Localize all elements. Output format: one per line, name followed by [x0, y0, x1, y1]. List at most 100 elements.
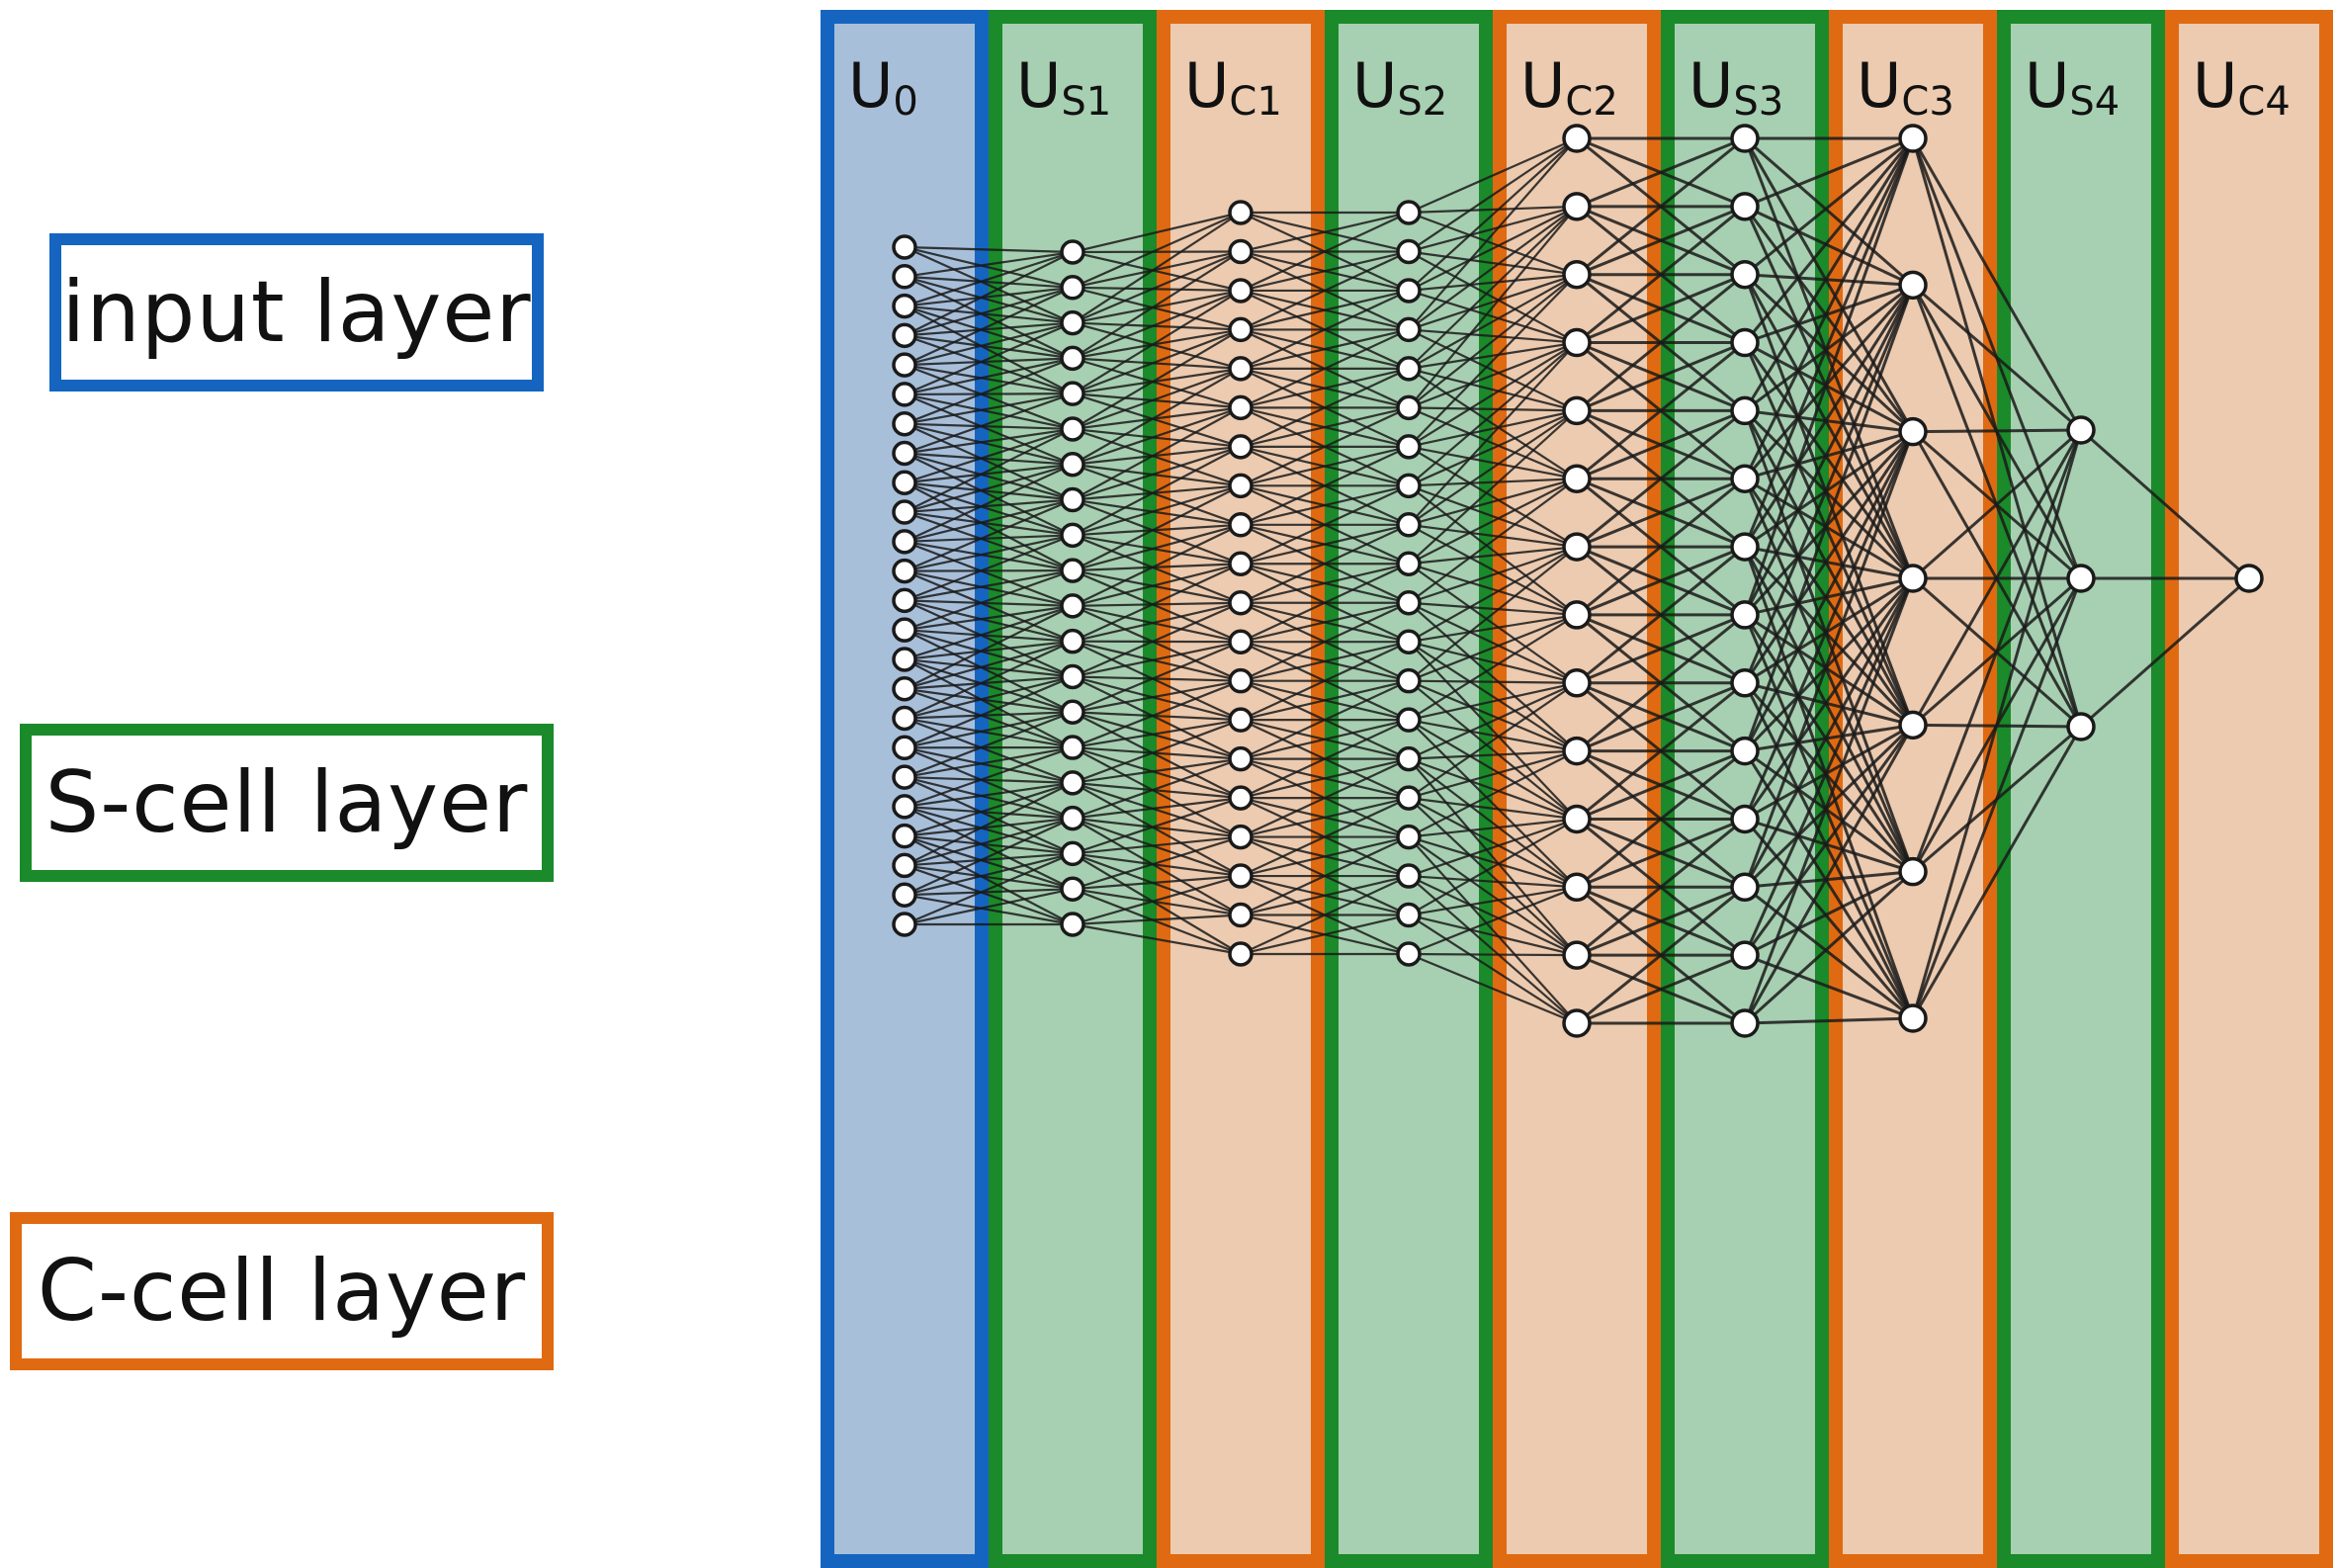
connection-line [904, 452, 1074, 501]
connection-line [1408, 341, 1578, 370]
connection-line [1743, 724, 1915, 889]
connection-line [1744, 408, 1914, 434]
connection-line [1743, 724, 1915, 1024]
connection-line [1240, 874, 1410, 916]
connection-line [904, 463, 1074, 543]
connection-line [1408, 613, 1578, 682]
connection-line [1240, 914, 1410, 956]
cell-node [1730, 259, 1760, 290]
connection-line [1743, 137, 1915, 479]
connection-line [904, 452, 1074, 466]
connection-line [1408, 137, 1578, 331]
connection-line [1911, 577, 2083, 1019]
connection-line [1072, 328, 1242, 360]
cell-node [892, 705, 917, 732]
connection-line [1240, 367, 1410, 409]
cell-node [1060, 239, 1085, 265]
connection-line [904, 498, 1074, 572]
connection-line [1072, 746, 1242, 838]
connection-line [904, 852, 1074, 897]
cell-node [892, 322, 917, 349]
cell-node [1562, 804, 1592, 834]
cell-node [892, 735, 917, 761]
connection-line [1240, 641, 1410, 722]
connection-line [904, 364, 1074, 395]
cell-node [1060, 416, 1085, 442]
cell-node [1730, 1008, 1760, 1038]
layer-label-s1: US1 [1016, 49, 1111, 125]
connection-line [1072, 888, 1242, 956]
connection-line [1744, 430, 1914, 549]
connection-line [904, 781, 1074, 867]
connection-line [904, 321, 1074, 367]
connection-line [904, 357, 1074, 425]
layer-label-c3: UC3 [1857, 49, 1954, 125]
connection-line [1408, 835, 1578, 1024]
connection-line [904, 392, 1074, 396]
connection-line [904, 286, 1074, 307]
connection-line [1744, 953, 1914, 1020]
connection-line [1408, 136, 1578, 215]
connection-line [1072, 852, 1242, 916]
connection-line [1072, 711, 1242, 800]
cell-node [1396, 629, 1422, 654]
cell-node [1562, 736, 1592, 766]
cell-node [1060, 381, 1085, 406]
connection-line [1408, 641, 1578, 752]
connection-line [904, 511, 1074, 572]
connection-line [1743, 576, 1915, 752]
connection-line [1743, 284, 1915, 684]
cell-node [1562, 600, 1592, 630]
cell-node [1228, 589, 1254, 616]
cell-node [892, 529, 917, 555]
cell-node [1730, 124, 1760, 153]
connection-line [1408, 601, 1578, 684]
connection-line [904, 463, 1074, 484]
connection-line [1072, 745, 1242, 800]
cell-node [892, 410, 917, 437]
cell-node [892, 882, 917, 908]
connection-line [1743, 614, 1915, 873]
connection-line [904, 717, 1074, 784]
connection-line [904, 776, 1074, 855]
connection-line [1072, 604, 1242, 644]
cell-node [1228, 629, 1254, 654]
cell-node [1060, 558, 1085, 583]
connection-line [1240, 719, 1410, 800]
connection-line [904, 481, 1074, 501]
connection-line [1744, 205, 1914, 287]
connection-line [1576, 136, 1746, 276]
connection-line [904, 745, 1074, 779]
connection-line [1743, 546, 1915, 873]
connection-line [1408, 546, 1578, 682]
connection-line [1072, 888, 1242, 916]
cell-node [1060, 699, 1085, 726]
connection-line [1072, 445, 1242, 501]
connection-line [1072, 523, 1242, 537]
connection-line [904, 604, 1074, 632]
connection-line [1408, 445, 1578, 480]
connection-line [1072, 835, 1242, 891]
connection-line [1576, 545, 1746, 684]
connection-line [1072, 406, 1242, 431]
cell-node [892, 675, 917, 702]
connection-line [904, 599, 1074, 678]
connection-line [1743, 546, 1915, 1019]
connection-line [1576, 818, 1746, 957]
connection-line [904, 569, 1074, 643]
connection-line [1408, 952, 1578, 1025]
connection-line [1576, 136, 1746, 209]
connection-line [904, 569, 1074, 607]
connection-line [1408, 478, 1578, 604]
cell-node [892, 764, 917, 790]
connection-line [1240, 757, 1410, 838]
connection-line [1072, 463, 1242, 487]
connection-line [1743, 681, 1915, 873]
connection-line [1743, 284, 1915, 480]
cell-node [1898, 856, 1928, 887]
connection-line [1240, 523, 1410, 566]
connection-line [904, 392, 1074, 431]
connection-line [1744, 273, 1914, 287]
connection-line [1408, 523, 1578, 616]
cell-node [892, 382, 917, 407]
